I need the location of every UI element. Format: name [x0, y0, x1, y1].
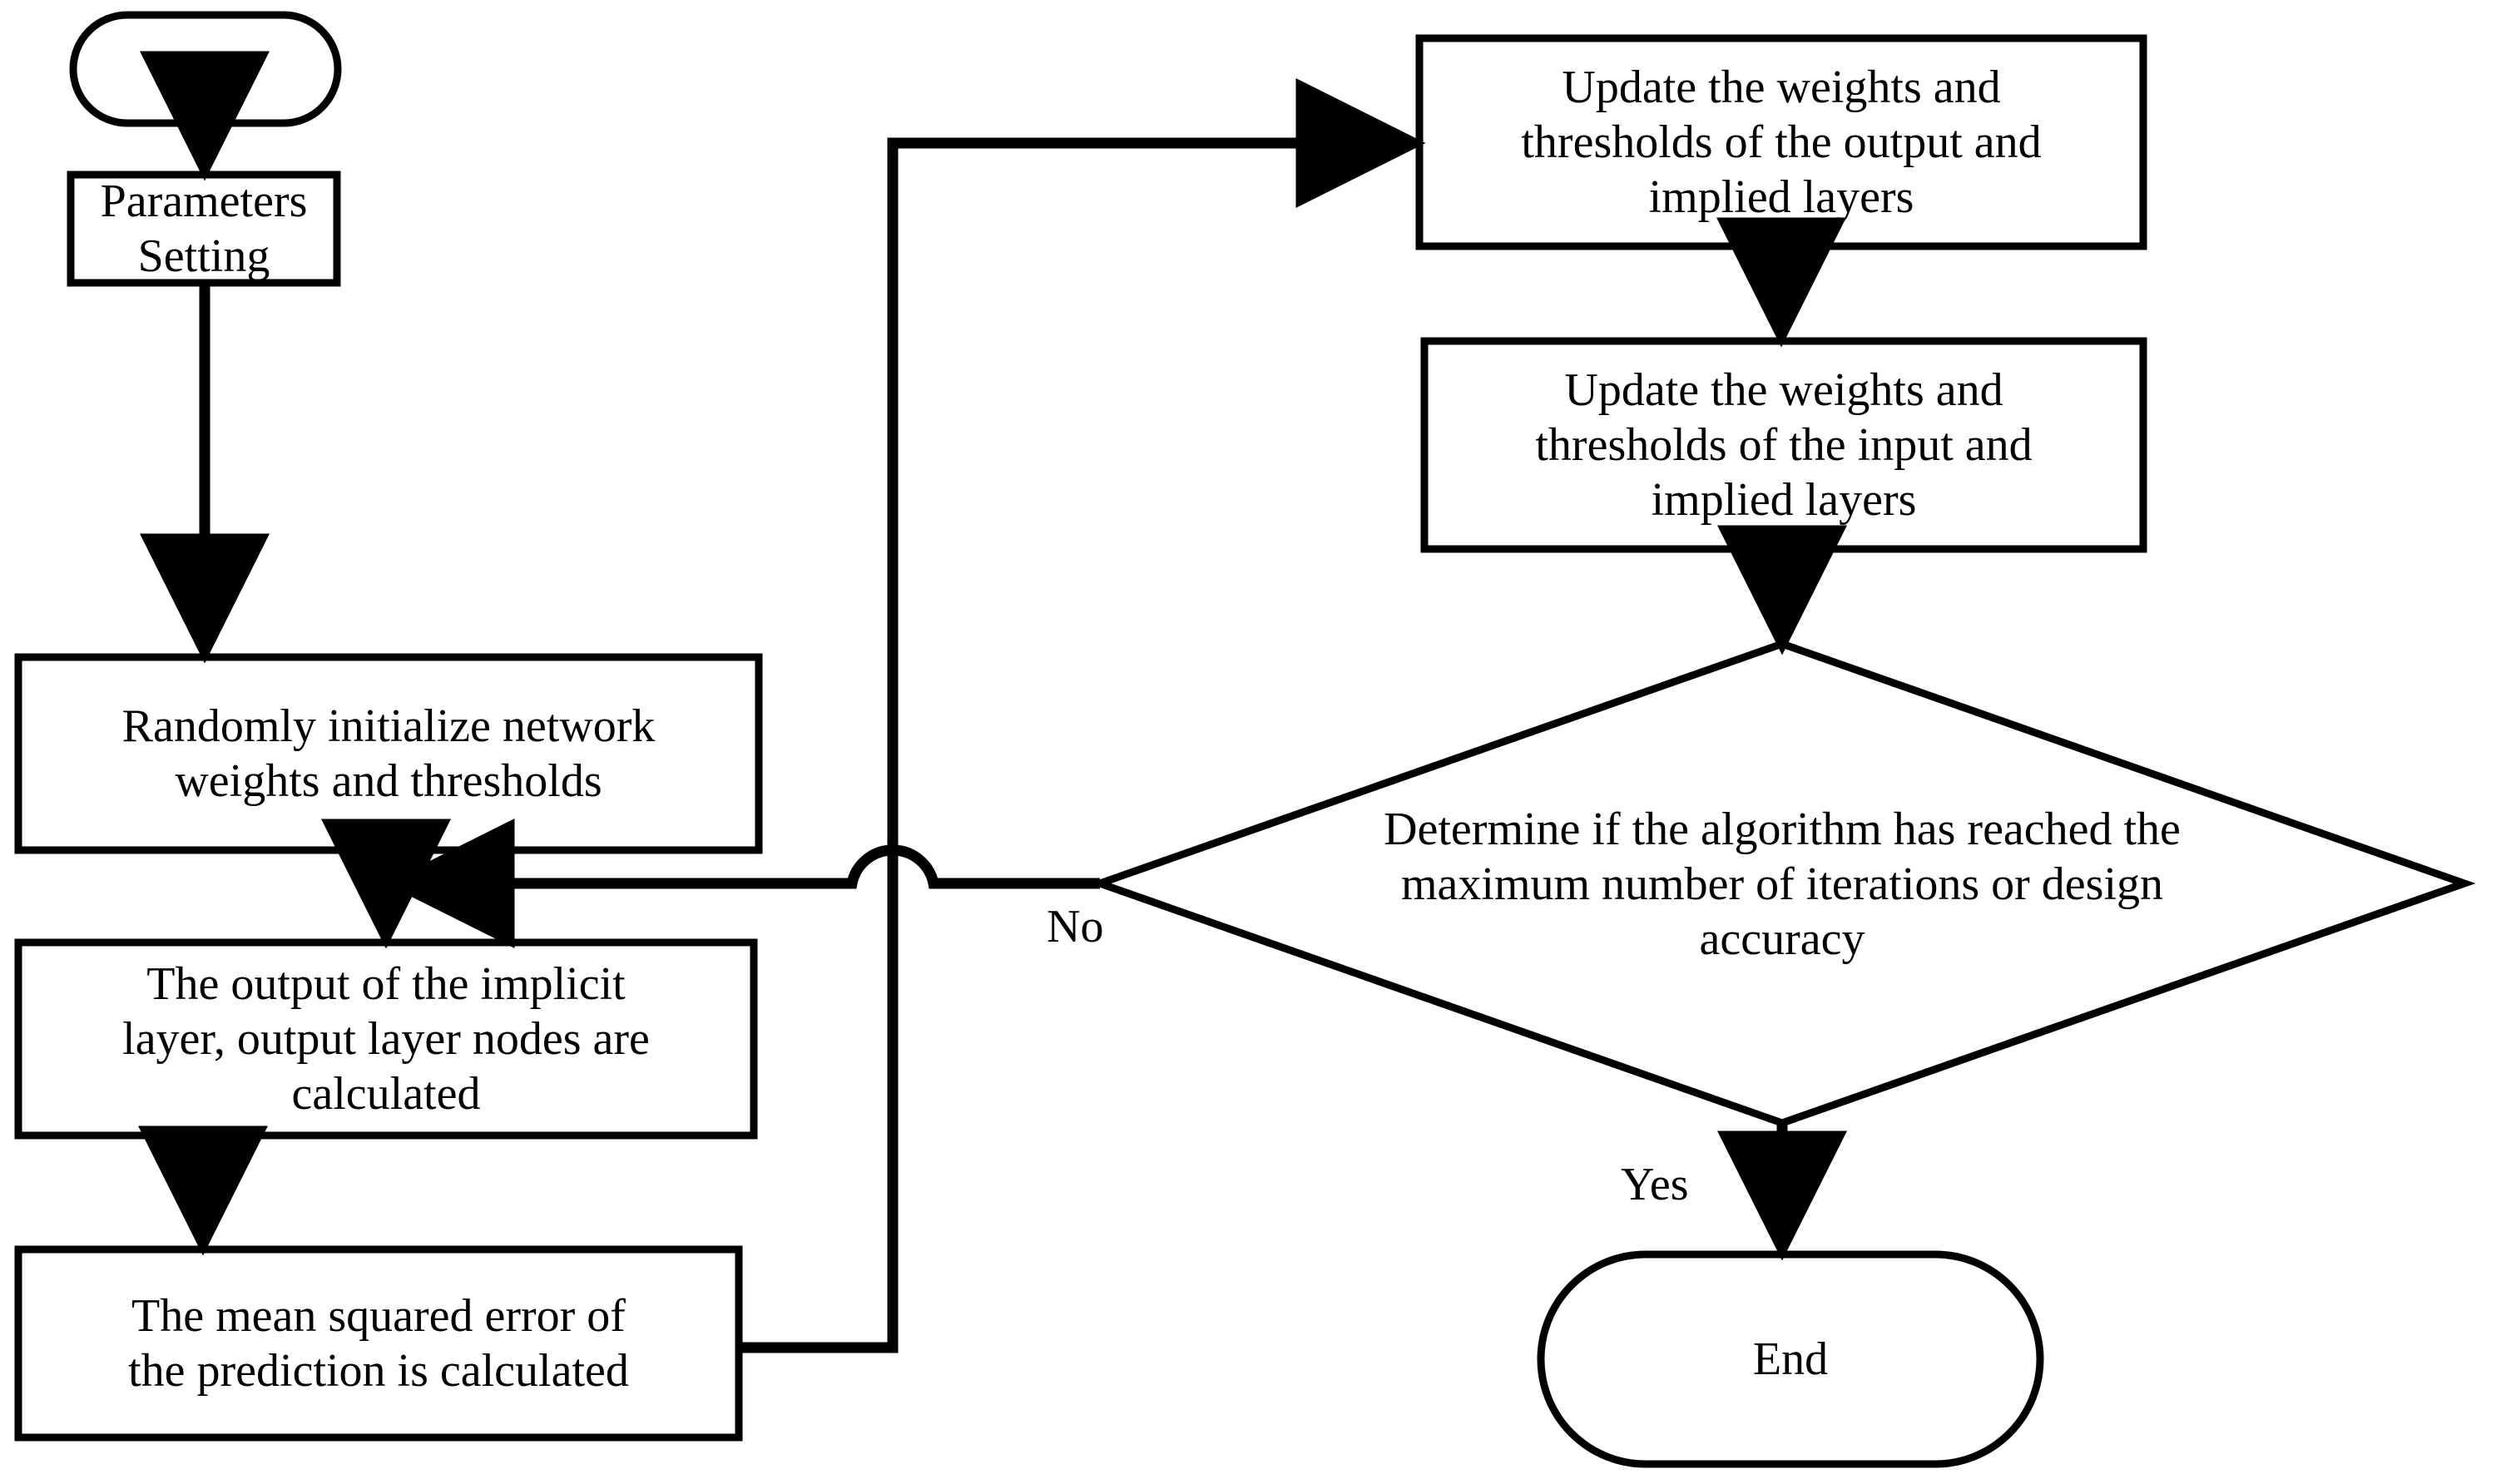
node-parameters-setting-shape	[67, 171, 341, 287]
node-update-input-implied[interactable]	[1424, 341, 2143, 549]
node-mean-squared-error-shape	[14, 1245, 743, 1442]
node-compute-outputs[interactable]	[18, 942, 754, 1135]
node-parameters-setting[interactable]	[71, 175, 337, 283]
node-mean-squared-error[interactable]	[18, 1249, 739, 1437]
node-decision-iterations[interactable]	[1100, 644, 2464, 1123]
edge-decision-no-to-compute	[384, 819, 1100, 948]
node-start[interactable]	[73, 15, 338, 123]
node-update-output-implied[interactable]	[1419, 38, 2143, 246]
node-compute-outputs-shape	[14, 938, 758, 1140]
node-randomly-initialize-shape	[14, 653, 763, 854]
node-end[interactable]	[1541, 1254, 2040, 1464]
node-randomly-initialize[interactable]	[18, 657, 759, 850]
edge-mse-to-update-output	[739, 78, 1426, 1353]
